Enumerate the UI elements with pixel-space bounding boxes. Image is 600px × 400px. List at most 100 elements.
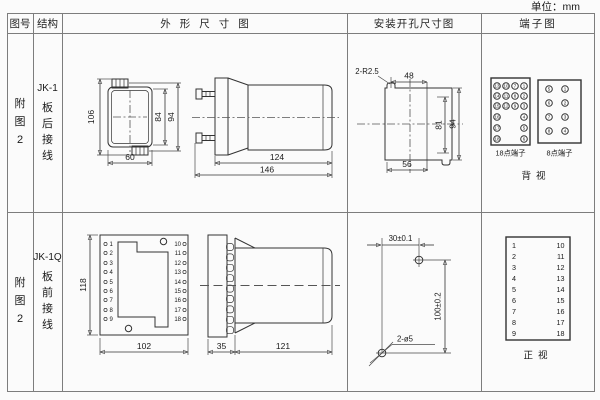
table-border-bottom: [7, 391, 595, 392]
body-outline: [117, 241, 169, 328]
mounting-stud: [195, 132, 216, 144]
dim-label-35: 35: [217, 341, 227, 351]
taper-bottom: [234, 322, 256, 334]
mounting-plate: [99, 234, 189, 336]
terminals-right: 10 11 12 13 14 15 16 17 18: [174, 242, 187, 323]
terminal-number: 8: [110, 308, 114, 314]
terminal-number: 14: [557, 285, 565, 294]
terminal-number: 13: [174, 270, 181, 276]
terminal-number: 6: [512, 296, 516, 305]
leader-line: [377, 75, 391, 85]
dim-label-84: 84: [153, 112, 163, 122]
terminal-number: 2: [512, 252, 516, 261]
terminal-number: 16: [494, 115, 500, 120]
view-label-rear: 背视: [521, 170, 550, 182]
terminal-number: 12: [503, 104, 509, 109]
front-view: 106 84 94 60: [86, 78, 181, 166]
terminal-number: 7: [548, 115, 551, 120]
fig-char: 附: [14, 98, 26, 110]
terminal-number: 6: [523, 137, 526, 142]
col-divider-1: [33, 13, 34, 391]
fig-char: 图: [14, 116, 26, 128]
terminal-number: 8: [548, 129, 551, 134]
terminal-block-18: [490, 77, 531, 146]
row1-fig-label: 附 图 2: [7, 33, 33, 212]
terminals-left: 1 2 3 4 5 6 7 8 9: [103, 242, 114, 323]
table-border-left: [7, 13, 8, 391]
header-outline: 外形尺寸图: [160, 17, 258, 30]
outline-drawing-jk1: 106 84 94 60 124 146: [86, 77, 339, 178]
terminal-number: 15: [174, 289, 181, 295]
unit-label: 单位：mm: [531, 1, 580, 13]
flange-plate: [214, 77, 229, 156]
terminal-numbers-right: 10 11 12 13 14 15 16 17 18: [557, 241, 565, 338]
row1-structure-label: JK-1 板 后 接 线: [33, 33, 62, 212]
terminal-number: 2: [564, 101, 567, 106]
mounting-hole: [124, 324, 133, 333]
terminal-block-8: [537, 79, 582, 144]
bottom-terminal-block: [131, 145, 149, 156]
model-name: JK-1Q: [33, 252, 62, 263]
terminal-number: 6: [548, 101, 551, 106]
install-cutout-jk1: 2-R2.5 48 81 94 56: [355, 67, 463, 173]
terminal-number: 3: [523, 104, 526, 109]
terminal-number: 12: [557, 263, 565, 272]
terminal-number: 15: [494, 104, 500, 109]
row2-fig-label: 附 图 2: [7, 212, 33, 391]
top-terminal-block: [111, 78, 129, 89]
terminal-block-18-label: 18点端子: [495, 149, 525, 158]
leader-line: [369, 344, 393, 364]
wiring-char: 接: [42, 303, 53, 315]
dim-label-124: 124: [270, 152, 284, 162]
terminal-number: 9: [512, 329, 516, 338]
terminal-points-18: 13 10 7 1 14 11 8 2 15 12 9 3 16 4 17 5 …: [493, 82, 528, 143]
terminal-number: 6: [110, 289, 114, 295]
terminal-number: 11: [504, 94, 509, 99]
col-divider-3: [347, 13, 348, 391]
header-structure: 结构: [37, 17, 58, 30]
header-divider: [7, 33, 595, 34]
terminal-number: 1: [110, 242, 114, 248]
dim-label-94: 94: [166, 112, 176, 122]
terminal-number: 10: [503, 84, 509, 89]
terminal-number: 13: [494, 84, 500, 89]
terminal-points-8: 5 1 6 2 7 3 8 4: [545, 85, 569, 135]
terminal-number: 15: [557, 296, 565, 305]
taper-bottom: [227, 147, 249, 156]
flange-plate: [207, 234, 228, 338]
terminal-number: 13: [557, 274, 565, 283]
side-view: 124 146: [192, 77, 339, 178]
terminal-number: 4: [564, 129, 567, 134]
col-divider-2: [62, 13, 63, 391]
fig-char: 2: [16, 134, 24, 146]
header-install: 安装开孔尺寸图: [373, 17, 455, 30]
wiring-char: 板: [42, 102, 53, 114]
dim-label-94b: 94: [448, 119, 458, 129]
terminal-number: 11: [175, 251, 182, 257]
outline-drawing-jk1q: 1 2 3 4 5 6 7 8 9 10 11 12 13 14 15 16 1…: [78, 234, 340, 355]
terminal-number: 10: [557, 241, 565, 250]
col-divider-4: [481, 13, 482, 391]
terminal-number: 7: [512, 307, 516, 316]
terminal-number: 1: [512, 241, 516, 250]
terminal-number: 9: [110, 317, 114, 323]
dim-label-60: 60: [125, 152, 135, 162]
terminal-number: 8: [514, 94, 517, 99]
dim-label-56: 56: [402, 159, 412, 169]
relay-body: [247, 84, 333, 151]
terminal-number: 16: [174, 298, 181, 304]
terminal-number: 18: [494, 137, 500, 142]
dim-label-30: 30±0.1: [389, 234, 413, 243]
wiring-char: 线: [42, 319, 53, 331]
terminal-number: 5: [110, 280, 114, 286]
terminal-number: 10: [174, 242, 181, 248]
terminal-number: 7: [110, 298, 114, 304]
terminal-number: 14: [494, 94, 500, 99]
terminal-number: 1: [523, 84, 526, 89]
mounting-stud: [195, 88, 216, 100]
taper-top: [234, 237, 256, 249]
terminal-diagram-rear: 13 10 7 1 14 11 8 2 15 12 9 3 16 4 17 5 …: [490, 77, 582, 182]
terminal-number: 3: [110, 261, 114, 267]
terminal-number: 2: [523, 94, 526, 99]
dim-label-106: 106: [86, 110, 96, 124]
